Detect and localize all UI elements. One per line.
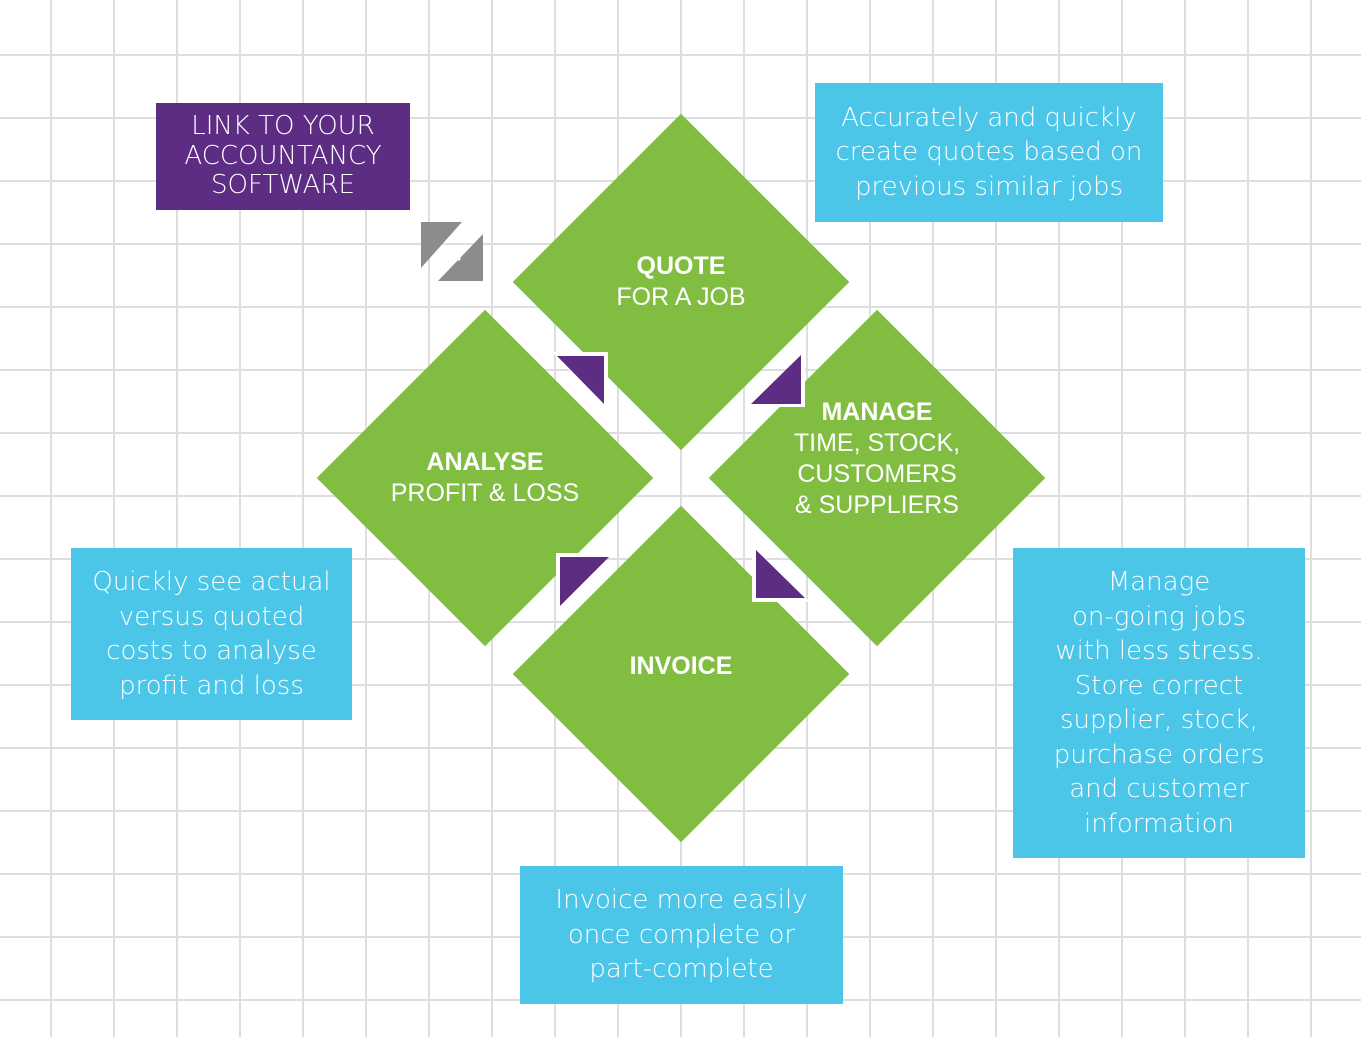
analyse-note-text: Quickly see actual versus quoted costs t… bbox=[92, 567, 331, 701]
link-accountancy-label: LINK TO YOUR ACCOUNTANCY SOFTWARE bbox=[184, 111, 382, 201]
invoice-label: INVOICE bbox=[561, 636, 801, 696]
invoice-title: INVOICE bbox=[629, 651, 733, 680]
manage-subtitle-line-2: CUSTOMERS bbox=[797, 460, 957, 488]
invoice-note-box: Invoice more easily once complete or par… bbox=[520, 866, 843, 1004]
invoice-note-text: Invoice more easily once complete or par… bbox=[555, 885, 808, 985]
manage-subtitle-line-1: TIME, STOCK, bbox=[793, 429, 961, 457]
quote-note-text: Accurately and quickly create quotes bas… bbox=[835, 102, 1143, 202]
manage-note-box: Manage on-going jobs with less stress. S… bbox=[1013, 548, 1305, 858]
link-arrows-icon bbox=[421, 222, 483, 281]
analyse-title: ANALYSE bbox=[426, 448, 544, 476]
manage-label: MANAGE TIME, STOCK, CUSTOMERS & SUPPLIER… bbox=[757, 397, 997, 552]
arrow-quote-to-manage-icon bbox=[749, 351, 805, 407]
quote-note-box: Accurately and quickly create quotes bas… bbox=[815, 83, 1163, 222]
manage-note-text: Manage on-going jobs with less stress. S… bbox=[1053, 567, 1265, 839]
manage-title: MANAGE bbox=[821, 398, 933, 426]
link-accountancy-box: LINK TO YOUR ACCOUNTANCY SOFTWARE bbox=[156, 103, 410, 210]
quote-label: QUOTE FOR A JOB bbox=[561, 232, 801, 332]
quote-title: QUOTE bbox=[636, 252, 726, 280]
analyse-note-box: Quickly see actual versus quoted costs t… bbox=[71, 548, 352, 720]
arrow-invoice-to-analyse-icon bbox=[556, 553, 613, 610]
analyse-label: ANALYSE PROFIT & LOSS bbox=[365, 428, 605, 528]
analyse-subtitle: PROFIT & LOSS bbox=[390, 479, 580, 507]
arrow-analyse-to-quote-icon bbox=[552, 352, 608, 410]
quote-subtitle: FOR A JOB bbox=[616, 283, 746, 311]
arrow-manage-to-invoice-icon bbox=[752, 545, 810, 602]
manage-subtitle-line-3: & SUPPLIERS bbox=[795, 491, 959, 519]
